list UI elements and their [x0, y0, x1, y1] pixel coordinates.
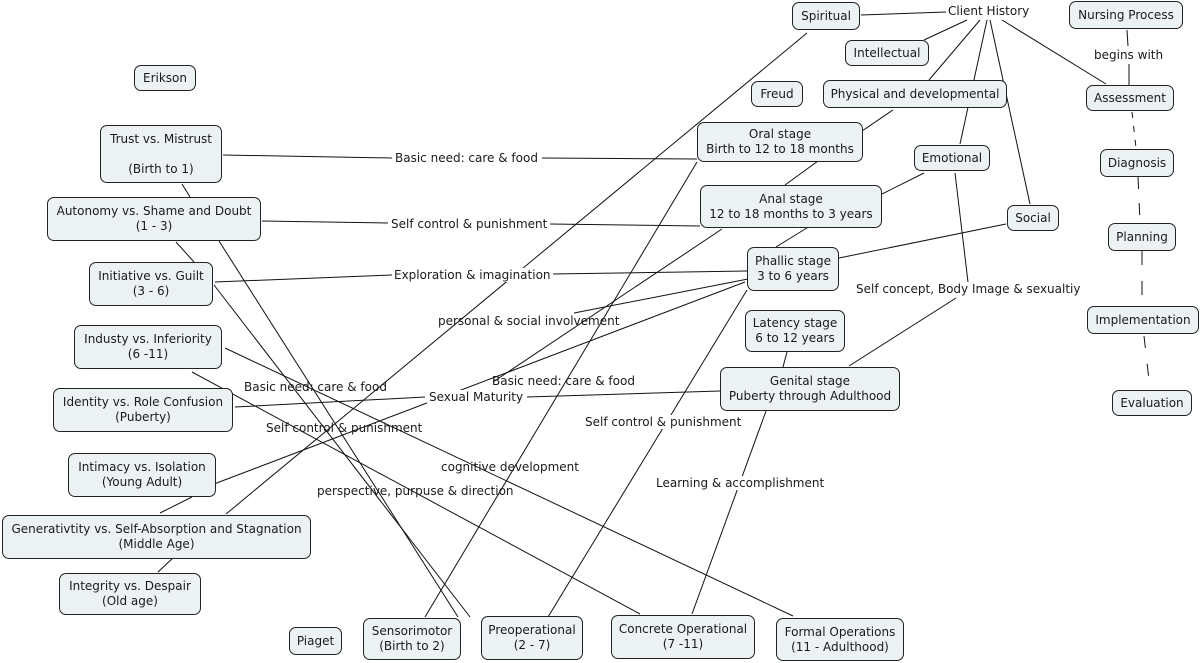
label-exploration: Exploration & imagination	[392, 268, 553, 282]
label-cognitive-development: cognitive development	[441, 460, 579, 474]
node-formal-operations[interactable]: Formal Operations (11 - Adulthood)	[776, 618, 904, 661]
node-anal-stage[interactable]: Anal stage 12 to 18 months to 3 years	[700, 185, 882, 228]
link-selfcontrol-anal	[549, 223, 701, 227]
node-spiritual[interactable]: Spiritual	[792, 2, 860, 30]
link-anal-phallic	[775, 225, 811, 248]
node-evaluation[interactable]: Evaluation	[1112, 390, 1192, 416]
link-emotional-anal	[881, 172, 925, 195]
node-sensorimotor[interactable]: Sensorimotor (Birth to 2)	[363, 618, 461, 660]
node-integrity-vs-despair[interactable]: Integrity vs. Despair (Old age)	[59, 573, 201, 615]
link-genital-concrete	[691, 410, 767, 615]
node-intellectual[interactable]: Intellectual	[845, 40, 929, 66]
link-autonomy-initiative	[175, 241, 195, 263]
link-intimacy-generativity	[159, 496, 193, 514]
node-nursing-process[interactable]: Nursing Process	[1069, 1, 1183, 29]
link-identity-sexualmaturity	[234, 396, 426, 408]
node-generativity-vs-stagnation[interactable]: Generativtity vs. Self-Absorption and St…	[2, 515, 311, 559]
link-phallic-personalsocial	[573, 278, 749, 314]
node-industry-vs-inferiority[interactable]: Industy vs. Inferiority (6 -11)	[74, 325, 222, 369]
link-anal-basicneed2	[492, 228, 723, 383]
link-sexualmaturity-genital	[526, 390, 721, 398]
link-implementation-evaluation	[1143, 335, 1151, 390]
node-client-history[interactable]: Client History	[946, 4, 1032, 18]
node-diagnosis[interactable]: Diagnosis	[1100, 149, 1174, 177]
link-nursing-beginswith	[1126, 29, 1129, 47]
link-emotional-selfconcept	[954, 172, 969, 283]
link-basicneed-oral	[541, 157, 698, 160]
link-oral-anal	[784, 160, 819, 186]
link-client-social	[989, 19, 1031, 205]
node-assessment[interactable]: Assessment	[1086, 85, 1174, 111]
link-trust-basicneed	[222, 154, 393, 159]
label-learning: Learning & accomplishment	[654, 476, 827, 490]
label-begins-with: begins with	[1092, 48, 1166, 62]
link-autonomy-sensorimotor	[218, 240, 459, 618]
label-personal-social: personal & social involvement	[438, 314, 620, 328]
link-autonomy-selfcontrol	[261, 220, 389, 224]
label-basic-need-3: Basic need: care & food	[244, 380, 387, 394]
link-social-phallic	[838, 223, 1007, 259]
label-self-control-3: Self control & punishment	[583, 415, 744, 429]
label-basic-need-1: Basic need: care & food	[393, 151, 540, 165]
link-industry-formal	[224, 347, 794, 617]
node-piaget[interactable]: Piaget	[289, 627, 342, 655]
label-self-control-2: Self control & punishment	[266, 421, 423, 435]
node-planning[interactable]: Planning	[1108, 223, 1176, 251]
link-industry-concrete	[191, 371, 641, 615]
link-initiative-preoperational	[213, 284, 471, 618]
node-initiative-vs-guilt[interactable]: Initiative vs. Guilt (3 - 6)	[89, 262, 213, 306]
node-identity-vs-role-confusion[interactable]: Identity vs. Role Confusion (Puberty)	[53, 388, 233, 432]
node-latency-stage[interactable]: Latency stage 6 to 12 years	[745, 310, 845, 352]
link-client-intellectual	[923, 19, 968, 41]
link-phallic-preoperational	[547, 289, 748, 618]
label-basic-need-2: Basic need: care & food	[492, 374, 635, 388]
link-exploration-phallic	[551, 270, 748, 275]
label-sexual-maturity: Sexual Maturity	[427, 390, 526, 404]
label-self-concept: Self concept, Body Image & sexualtiy	[854, 282, 1083, 296]
node-autonomy-vs-shame[interactable]: Autonomy vs. Shame and Doubt (1 - 3)	[47, 197, 261, 241]
label-perspective: perspective, purpuse & direction	[317, 484, 514, 498]
link-oral-sensorimotor	[424, 161, 698, 618]
link-client-spiritual	[860, 11, 947, 16]
node-trust-vs-mistrust[interactable]: Trust vs. Mistrust (Birth to 1)	[100, 125, 222, 183]
node-concrete-operational[interactable]: Concrete Operational (7 -11)	[611, 615, 755, 659]
node-freud[interactable]: Freud	[751, 81, 803, 107]
node-preoperational[interactable]: Preoperational (2 - 7)	[481, 616, 583, 660]
node-implementation[interactable]: Implementation	[1087, 306, 1199, 334]
node-intimacy-vs-isolation[interactable]: Intimacy vs. Isolation (Young Adult)	[68, 453, 216, 497]
node-genital-stage[interactable]: Genital stage Puberty through Adulthood	[720, 367, 900, 411]
link-generativity-integrity	[157, 557, 174, 573]
link-assessment-diagnosis	[1131, 111, 1137, 149]
node-social[interactable]: Social	[1007, 205, 1059, 231]
link-client-assessment	[1001, 19, 1107, 85]
link-diagnosis-planning	[1137, 176, 1141, 223]
node-phallic-stage[interactable]: Phallic stage 3 to 6 years	[747, 247, 839, 291]
link-trust-autonomy	[181, 183, 191, 198]
link-client-physical	[928, 19, 981, 81]
node-erikson[interactable]: Erikson	[134, 65, 196, 91]
label-self-control-1: Self control & punishment	[389, 217, 550, 231]
node-oral-stage[interactable]: Oral stage Birth to 12 to 18 months	[697, 122, 863, 162]
link-phallic-intimacy	[213, 281, 746, 485]
link-selfconcept-genital	[848, 297, 957, 367]
node-physical-developmental[interactable]: Physical and developmental	[823, 80, 1007, 108]
link-physical-oral	[861, 109, 894, 132]
node-emotional[interactable]: Emotional	[914, 145, 990, 171]
link-latency-genital	[782, 351, 788, 368]
